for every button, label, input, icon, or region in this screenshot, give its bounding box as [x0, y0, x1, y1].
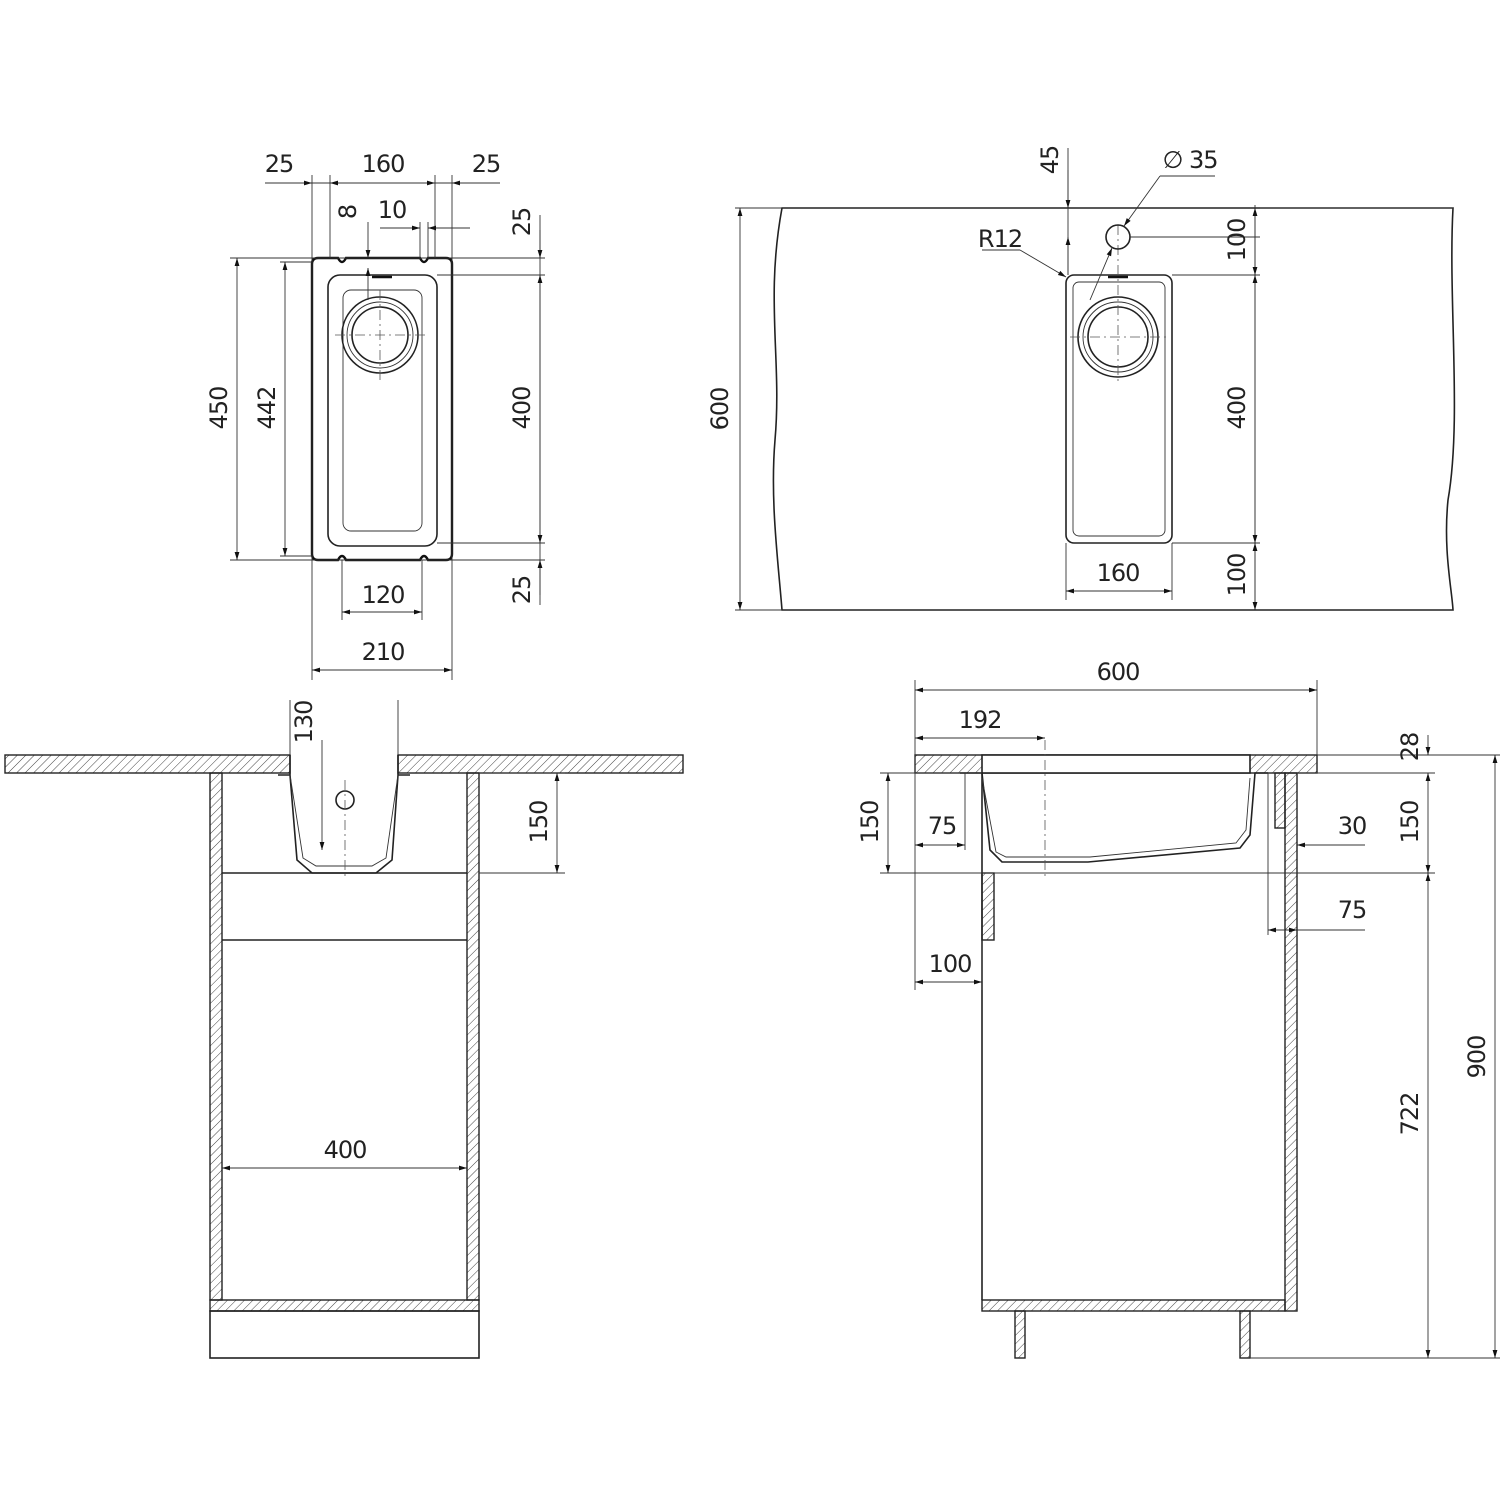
- sink-outline: [310, 256, 454, 562]
- bottom-panel: [209, 1299, 480, 1312]
- dim-outer-width: 210: [362, 638, 405, 666]
- dim-outer-length: 450: [205, 387, 233, 430]
- dim-top-flange: 25: [508, 208, 536, 237]
- leg-back: [1239, 1310, 1251, 1359]
- dim-cabinet-height: 722: [1396, 1093, 1424, 1136]
- dim-inner-width: 160: [362, 150, 405, 178]
- dim-cabinet-width: 400: [324, 1136, 367, 1164]
- dim-tap-diameter: ∅ 35: [1162, 146, 1217, 174]
- dim-bowl-depth: 150: [525, 801, 553, 844]
- leg-front: [1014, 1310, 1026, 1359]
- dim-bottom-inner: 120: [362, 581, 405, 609]
- drain-mid: [346, 301, 414, 369]
- sink-top-view: 25 160 25 8 10 25 400 25 450 442 120 210: [205, 150, 545, 680]
- countertop-outline: [772, 207, 1456, 611]
- dim-overflow: 10: [378, 196, 407, 224]
- dim-bowl-length: 400: [508, 387, 536, 430]
- dim-bottom-margin: 100: [1223, 554, 1251, 597]
- dim-bowl-width: 160: [1097, 559, 1140, 587]
- bowl-bottom: [342, 289, 423, 532]
- plinth: [209, 1310, 480, 1359]
- dim-center-offset: 192: [959, 706, 1002, 734]
- bowl-outline: [1065, 274, 1173, 544]
- dim-bowl-depth-left: 150: [856, 801, 884, 844]
- dim-back-gap: 30: [1338, 812, 1367, 840]
- dim-top-margin: 100: [1223, 219, 1251, 262]
- dim-left-margin: 25: [265, 150, 294, 178]
- dim-counter-thickness: 28: [1396, 733, 1424, 762]
- dim-back-offset: 75: [1338, 896, 1367, 924]
- dim-depth: 600: [706, 388, 734, 431]
- dim-total-height: 900: [1463, 1036, 1491, 1079]
- front-panel: [981, 872, 995, 941]
- dim-slot: 8: [334, 205, 362, 219]
- dim-tap-offset: 45: [1036, 146, 1064, 175]
- dim-right-margin: 25: [472, 150, 501, 178]
- drain-inner: [351, 306, 409, 364]
- dim-tap-diameter-value: 35: [1189, 146, 1218, 174]
- dim-front-panel: 100: [929, 950, 972, 978]
- bottom-panel: [981, 1299, 1286, 1312]
- right-wall: [466, 772, 480, 1301]
- left-wall: [209, 772, 223, 1301]
- dim-inner-length: 442: [253, 387, 281, 430]
- diameter-icon: ∅: [1162, 146, 1189, 174]
- countertop-top-view: 45 ∅ 35 R12 100 400 100 160 600: [706, 146, 1456, 611]
- bowl-outline: [327, 274, 438, 547]
- dim-counter-depth: 600: [1097, 658, 1140, 686]
- sink-section: [278, 755, 410, 874]
- cabinet-front-view: 130 150 400: [4, 700, 684, 1359]
- dim-bowl-depth-right: 150: [1396, 801, 1424, 844]
- countertop-section: [4, 754, 291, 774]
- cabinet-side-view: 600 192 28 150 75 30 150 75 100 722 900: [856, 658, 1500, 1359]
- dim-front-offset: 75: [928, 812, 957, 840]
- sink-section: [960, 772, 1268, 863]
- dim-bottom-flange: 25: [508, 576, 536, 605]
- dim-radius: R12: [978, 225, 1022, 253]
- back-wall: [1284, 772, 1298, 1312]
- dim-bowl-width: 130: [290, 701, 318, 744]
- dim-bowl-length: 400: [1223, 387, 1251, 430]
